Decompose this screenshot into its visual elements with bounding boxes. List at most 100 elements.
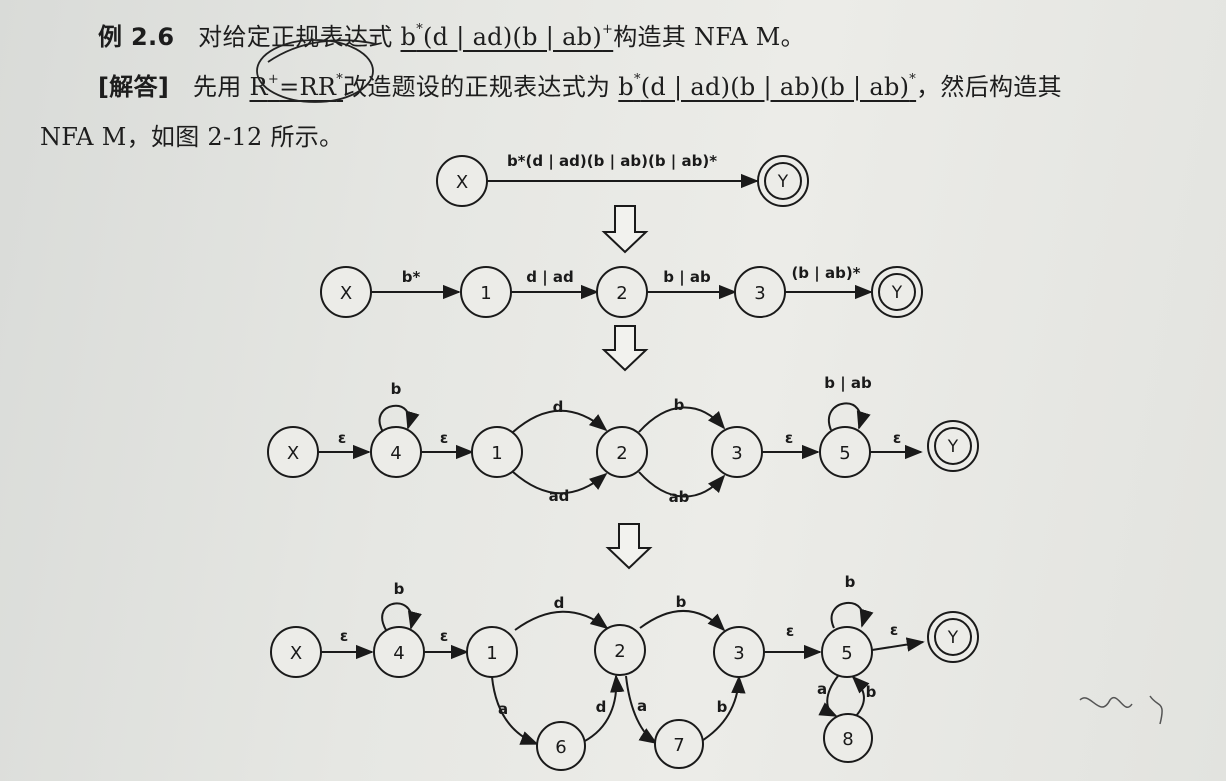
svg-text:5: 5 (839, 443, 850, 464)
stage4-node-x: X (270, 626, 322, 678)
svg-text:2: 2 (616, 443, 627, 464)
stage2-edge-2-3: b | ab (663, 268, 711, 287)
svg-text:2: 2 (616, 283, 627, 304)
stage4-edge-1-6: a (498, 700, 508, 718)
stage3-loop-4: b (391, 380, 402, 398)
stage4-edge-3-5: ε (786, 622, 794, 640)
regex-given: b*(d | ad)(b | ab)+ (400, 22, 614, 51)
stage1-node-x: X (436, 155, 488, 207)
stage2-node-x: X (320, 266, 372, 318)
stage1-node-y-label: Y (777, 172, 789, 192)
svg-text:3: 3 (754, 283, 765, 304)
stage2-node-y: Y (871, 266, 923, 318)
stage1-node-y: Y (757, 155, 809, 207)
svg-text:1: 1 (491, 443, 502, 464)
stage3-edge-x-4: ε (338, 429, 346, 447)
stage4-node-7: 7 (654, 719, 704, 769)
stage4-node-2: 2 (594, 624, 646, 676)
svg-text:2: 2 (614, 641, 625, 662)
svg-text:X: X (287, 443, 299, 464)
svg-text:1: 1 (486, 643, 497, 664)
stage-3: ε b ε d ad b ab ε b | ab ε X 4 1 2 3 5 Y (267, 374, 979, 506)
stage2-node-1: 1 (460, 266, 512, 318)
stage4-node-3: 3 (713, 626, 765, 678)
stage4-edge-1-2: d (554, 594, 565, 612)
answer-part-1: 先用 (192, 73, 242, 101)
transform-arrow-2 (601, 325, 649, 372)
stage4-edge-5-8: a (817, 680, 827, 698)
example-label: 例 2.6 (98, 23, 175, 51)
stage4-node-6: 6 (536, 721, 586, 771)
stage4-node-y: Y (927, 611, 979, 663)
stage2-node-2: 2 (596, 266, 648, 318)
pencil-circle-annotation (256, 39, 374, 103)
stage3-node-3: 3 (711, 426, 763, 478)
svg-text:Y: Y (947, 628, 959, 648)
stage3-loop-5: b | ab (824, 374, 872, 393)
stage4-node-1: 1 (466, 626, 518, 678)
stage3-edge-4-1: ε (440, 429, 448, 447)
svg-text:Y: Y (947, 437, 959, 457)
stage4-node-8: 8 (823, 713, 873, 763)
stage3-node-1: 1 (471, 426, 523, 478)
svg-text:4: 4 (393, 643, 404, 664)
svg-text:3: 3 (731, 443, 742, 464)
stage4-edge-7-3: b (717, 698, 728, 716)
svg-text:Y: Y (891, 283, 903, 303)
answer-part-2: 改造题设的正规表达式为 (343, 73, 611, 101)
stage4-edge-5-y: ε (890, 621, 898, 639)
stage-2: b* d | ad b | ab (b | ab)* X 1 2 3 Y (320, 264, 923, 318)
stage3-node-x: X (267, 426, 319, 478)
stage4-edge-8-5: b (866, 683, 877, 701)
stage4-node-5: 5 (821, 626, 873, 678)
pencil-scribble (1079, 695, 1163, 725)
svg-text:5: 5 (841, 643, 852, 664)
stage4-edge-x-4: ε (340, 627, 348, 645)
stage4-edge-2-7: a (637, 697, 647, 715)
stage4-edge-4-1: ε (440, 627, 448, 645)
svg-text:3: 3 (733, 643, 744, 664)
answer-part-3: ，然后构造其 (916, 73, 1062, 101)
example-suffix: 构造其 NFA M。 (613, 23, 805, 51)
stage3-node-5: 5 (819, 426, 871, 478)
svg-text:1: 1 (480, 283, 491, 304)
stage4-node-4: 4 (373, 626, 425, 678)
stage4-edge-6-2: d (596, 698, 607, 716)
rewrite-rule: R+=RR* (249, 72, 344, 101)
stage3-edge-2-3-bottom: ab (669, 488, 690, 506)
transform-arrow-1 (601, 205, 649, 254)
transform-arrow-3 (605, 523, 653, 570)
svg-text:7: 7 (673, 735, 684, 756)
stage4-edge-2-3: b (676, 593, 687, 611)
svg-text:8: 8 (842, 729, 853, 750)
stage2-edge-3-y: (b | ab)* (791, 264, 860, 283)
stage3-edge-1-2-bottom: ad (549, 487, 570, 505)
stage-4: ε b ε d b ε b ε a d a b a b X 4 1 2 3 5 … (270, 573, 979, 771)
regex-rewritten: b*(d | ad)(b | ab)(b | ab)* (618, 72, 917, 101)
svg-text:X: X (290, 643, 302, 664)
example-heading-line: 例 2.6 对给定正规表达式 b*(d | ad)(b | ab)+构造其 NF… (98, 17, 805, 52)
stage3-node-4: 4 (370, 426, 422, 478)
stage-1: b*(d | ad)(b | ab)(b | ab)* X Y (436, 152, 809, 207)
stage3-edge-5-y: ε (893, 429, 901, 447)
answer-line-2: NFA M，如图 2-12 所示。 (40, 123, 344, 151)
svg-text:6: 6 (555, 737, 566, 758)
stage2-edge-x-1: b* (402, 268, 421, 286)
pencil-stroke (267, 39, 377, 63)
stage1-node-x-label: X (456, 172, 468, 193)
stage2-node-3: 3 (734, 266, 786, 318)
answer-label: [解答] (98, 73, 170, 101)
stage3-node-y: Y (927, 420, 979, 472)
answer-line: [解答] 先用 R+=RR*改造题设的正规表达式为 b*(d | ad)(b |… (98, 67, 1062, 102)
stage2-edge-1-2: d | ad (526, 268, 574, 287)
stage1-edge-label: b*(d | ad)(b | ab)(b | ab)* (507, 152, 717, 171)
svg-text:4: 4 (390, 443, 401, 464)
stage3-node-2: 2 (596, 426, 648, 478)
stage3-edge-2-3-top: b (674, 396, 685, 414)
stage4-loop-4: b (394, 580, 405, 598)
example-prefix: 对给定正规表达式 (198, 23, 393, 51)
stage3-edge-1-2-top: d (553, 398, 564, 416)
svg-text:X: X (340, 283, 352, 304)
stage4-loop-5: b (845, 573, 856, 591)
